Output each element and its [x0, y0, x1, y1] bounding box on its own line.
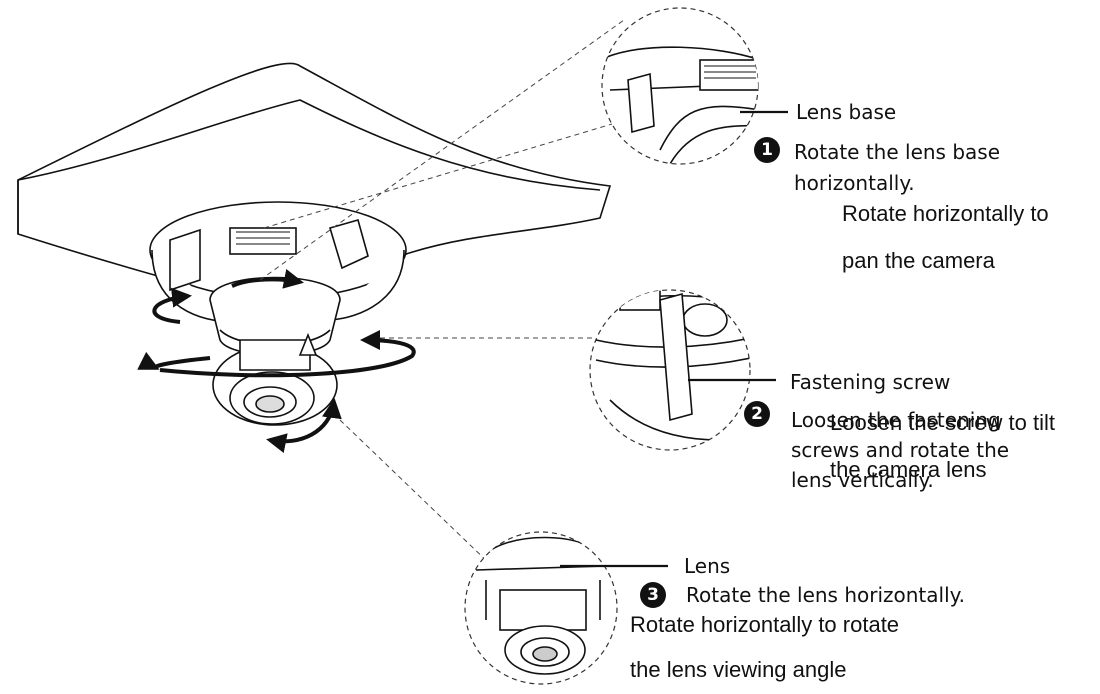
step2-note-line1: Loosen the screw to tilt [830, 410, 1056, 435]
lens-label: Lens [684, 554, 731, 578]
lens-base-label: Lens base [796, 100, 897, 124]
detail-callout-circle-icon [601, 7, 759, 165]
step3-instruction: Rotate the lens horizontally. [686, 583, 965, 607]
step3-note-line1: Rotate horizontally to rotate [630, 612, 900, 637]
fastening-screw-label: Fastening screw [790, 370, 951, 394]
step2-instruction-line2: screws and rotate the [791, 438, 1010, 462]
rotation-arrow-icon [137, 269, 416, 453]
step1-note-line1: Rotate horizontally to [842, 201, 1049, 226]
step2-badge: 2 [744, 401, 770, 427]
detail-callout-circle-icon [464, 531, 618, 685]
detail-callout-circle-icon [589, 289, 751, 451]
leader-line-step3 [339, 419, 493, 567]
dome-camera-icon [149, 201, 407, 426]
leader-line-step1-b [259, 19, 625, 281]
step1-note-line2: pan the camera [842, 248, 995, 273]
step2-instruction-line1: Loosen the fastening [791, 408, 1001, 432]
step1-instruction-line2: horizontally. [794, 171, 915, 195]
step3-badge: 3 [640, 582, 666, 608]
step2-instruction-line3: lens vertically. [791, 468, 934, 492]
step1-badge: 1 [754, 137, 780, 163]
step1-instruction-line1: Rotate the lens base [794, 140, 1001, 164]
step2-note-line2: the camera lens [830, 457, 987, 482]
step3-note-line2: the lens viewing angle [630, 657, 847, 682]
leader-line-step1 [263, 123, 613, 229]
